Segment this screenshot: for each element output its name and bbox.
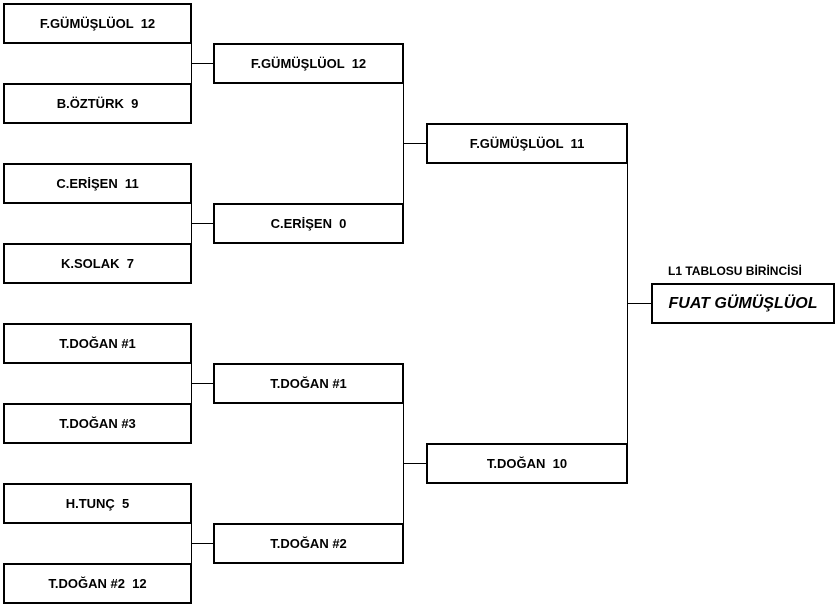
r1-match-8: T.DOĞAN #2 12 <box>3 563 192 604</box>
connector <box>191 63 214 64</box>
r1-match-7: H.TUNÇ 5 <box>3 483 192 524</box>
r1-match-3: C.ERİŞEN 11 <box>3 163 192 204</box>
r2-match-2: C.ERİŞEN 0 <box>213 203 404 244</box>
connector <box>191 383 214 384</box>
connector <box>191 543 214 544</box>
champion-label: L1 TABLOSU BİRİNCİSİ <box>668 264 802 278</box>
champion-box: FUAT GÜMÜŞLÜOL <box>651 283 835 324</box>
connector <box>403 143 427 144</box>
r1-match-6: T.DOĞAN #3 <box>3 403 192 444</box>
r2-match-4: T.DOĞAN #2 <box>213 523 404 564</box>
r1-match-5: T.DOĞAN #1 <box>3 323 192 364</box>
r2-match-3: T.DOĞAN #1 <box>213 363 404 404</box>
r1-match-2: B.ÖZTÜRK 9 <box>3 83 192 124</box>
connector <box>627 303 652 304</box>
connector <box>191 223 214 224</box>
r3-match-1: F.GÜMÜŞLÜOL 11 <box>426 123 628 164</box>
r3-match-2: T.DOĞAN 10 <box>426 443 628 484</box>
r2-match-1: F.GÜMÜŞLÜOL 12 <box>213 43 404 84</box>
connector <box>403 463 427 464</box>
r1-match-1: F.GÜMÜŞLÜOL 12 <box>3 3 192 44</box>
r1-match-4: K.SOLAK 7 <box>3 243 192 284</box>
